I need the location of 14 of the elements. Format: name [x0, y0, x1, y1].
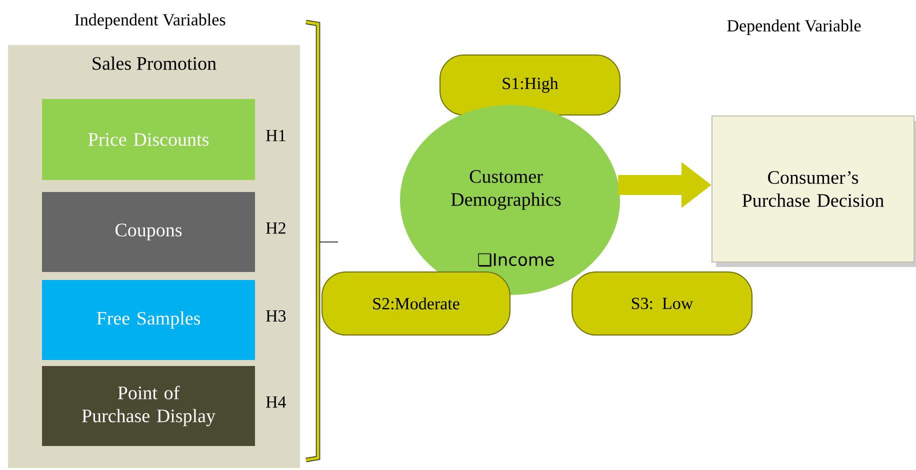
- outcome-box: Consumer’s Purchase Decision: [712, 116, 916, 267]
- factor-box: Point of Purchase Display: [42, 366, 255, 446]
- hypothesis-label: H3: [266, 310, 286, 322]
- segment-pill: S2:Moderate: [322, 272, 510, 336]
- hypothesis-label: H2: [266, 222, 286, 234]
- heading: Independent Variables: [74, 14, 226, 29]
- segment-pill: S3: Low: [572, 272, 752, 336]
- hypothesis-label: H1: [266, 130, 286, 142]
- factor-box: Coupons: [42, 192, 255, 272]
- segment-pill: S1:High: [440, 54, 620, 116]
- factor-box: Price Discounts: [42, 99, 255, 180]
- factor-box: Free Samples: [42, 280, 255, 360]
- heading: Dependent Variable: [727, 20, 861, 35]
- hypothesis-label: H4: [266, 396, 286, 408]
